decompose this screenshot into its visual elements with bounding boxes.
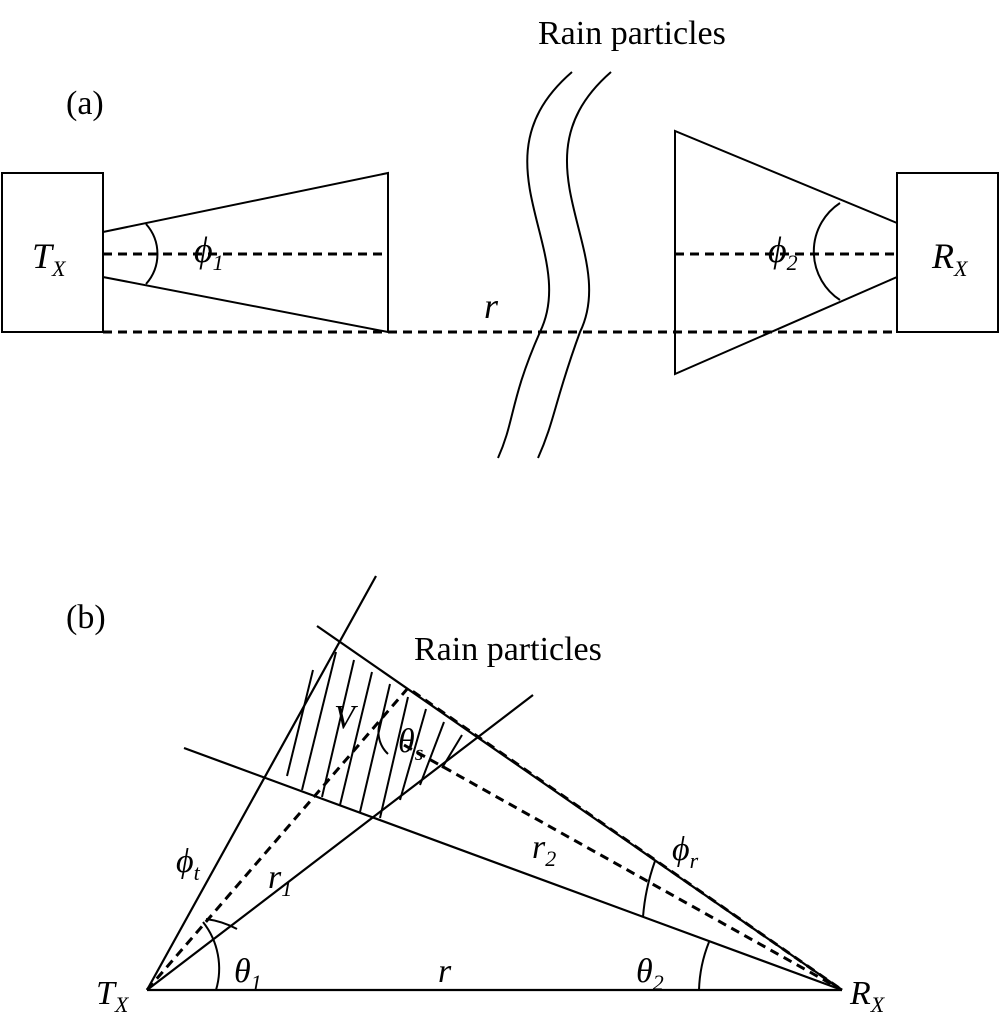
phi1-angle-arc <box>145 223 159 285</box>
phi-t-angle-arc <box>205 918 238 930</box>
scatter-path-dashed-2 <box>403 743 843 992</box>
tx-beam-lower-edge <box>146 694 534 991</box>
phi2-angle-arc <box>812 202 841 301</box>
r2-label: r2 <box>532 829 556 871</box>
tx-beam-upper-edge <box>146 575 377 991</box>
receiver-label: RX <box>931 236 969 281</box>
rain-region-right-boundary <box>537 71 612 459</box>
r1-label: r1 <box>268 859 292 901</box>
phi1-label: ϕ1 <box>194 230 224 275</box>
rx-beam-lower-edge <box>183 746 843 992</box>
theta1-label: θ1 <box>234 953 262 995</box>
volume-v-label: V <box>334 699 359 736</box>
panel-a: (a) Rain particles TX ϕ1 RX ϕ2 r <box>1 15 999 459</box>
phi-r-label: ϕr <box>672 831 699 873</box>
rain-region-left-boundary <box>497 71 573 459</box>
phi-t-label: ϕt <box>176 843 201 885</box>
transmitter-label: TX <box>32 236 67 281</box>
theta-s-label: θs <box>398 723 423 765</box>
receiver-label-b: RX <box>849 975 886 1016</box>
scatter-path-dashed <box>145 685 843 992</box>
transmitter-box <box>1 172 104 333</box>
transmitter-label-b: TX <box>96 975 130 1016</box>
panel-b-title: Rain particles <box>414 631 602 668</box>
distance-r-label: r <box>484 286 499 326</box>
theta2-angle-arc <box>698 941 710 991</box>
panel-b: (b) Rain particles <box>66 575 886 1016</box>
panel-a-title: Rain particles <box>538 15 726 52</box>
common-volume-hatching <box>286 651 463 819</box>
theta2-label: θ2 <box>636 953 664 995</box>
receiver-beam <box>674 129 898 376</box>
theta-s-angle-arc <box>377 717 389 755</box>
panel-a-label: (a) <box>66 85 104 122</box>
theta1-angle-arc <box>202 921 221 991</box>
phi2-label: ϕ2 <box>768 230 798 275</box>
baseline-r-label: r <box>438 953 452 990</box>
phi-r-angle-arc <box>642 860 656 918</box>
panel-b-label: (b) <box>66 599 106 636</box>
